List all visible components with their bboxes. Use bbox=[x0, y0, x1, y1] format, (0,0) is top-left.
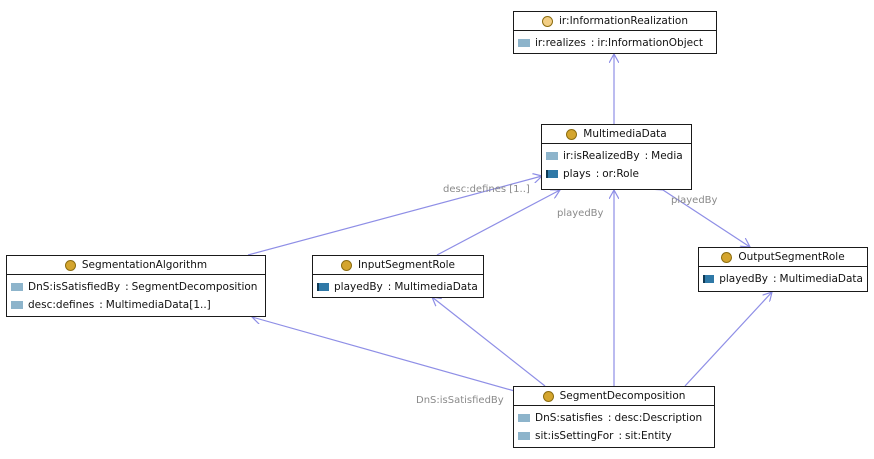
attribute-name: plays bbox=[563, 168, 591, 180]
datatype-property-icon bbox=[546, 152, 558, 160]
class-title: InputSegmentRole bbox=[357, 259, 456, 271]
datatype-property-icon bbox=[11, 283, 23, 291]
class-segment-decomposition[interactable]: SegmentDecomposition DnS:satisfies : des… bbox=[513, 386, 715, 448]
class-output-segment-role[interactable]: OutputSegmentRole playedBy : MultimediaD… bbox=[698, 247, 868, 292]
attribute-row[interactable]: playedBy : MultimediaData bbox=[317, 278, 479, 296]
attribute-type: desc:Description bbox=[614, 412, 703, 424]
datatype-property-icon bbox=[518, 39, 530, 47]
object-property-icon bbox=[546, 170, 558, 178]
datatype-property-icon bbox=[518, 432, 530, 440]
attribute-type: ir:InformationObject bbox=[597, 37, 703, 49]
label-output-played-by: playedBy bbox=[671, 195, 718, 206]
class-icon bbox=[64, 259, 76, 271]
label-dns-is-satisfied-by: DnS:isSatisfiedBy bbox=[416, 395, 504, 406]
class-information-realization[interactable]: ir:InformationRealization ir:realizes : … bbox=[513, 11, 717, 54]
class-title: OutputSegmentRole bbox=[738, 251, 845, 263]
class-title: SegmentationAlgorithm bbox=[81, 259, 208, 271]
class-icon bbox=[566, 128, 578, 140]
class-icon bbox=[542, 15, 553, 27]
class-icon bbox=[721, 251, 733, 263]
attribute-row[interactable]: ir:isRealizedBy : Media bbox=[546, 147, 687, 165]
attribute-row[interactable]: DnS:satisfies : desc:Description bbox=[518, 409, 710, 427]
attribute-name: playedBy bbox=[719, 273, 768, 285]
attribute-row[interactable]: sit:isSettingFor : sit:Entity bbox=[518, 427, 710, 445]
edge-input-played-by bbox=[436, 190, 560, 256]
attribute-type: or:Role bbox=[602, 168, 639, 180]
attribute-name: ir:isRealizedBy bbox=[563, 150, 640, 162]
class-header: MultimediaData bbox=[542, 125, 691, 144]
attribute-row[interactable]: ir:realizes : ir:InformationObject bbox=[518, 34, 712, 52]
class-icon bbox=[340, 259, 352, 271]
label-desc-defines: desc:defines [1..] bbox=[443, 184, 530, 195]
attribute-row[interactable]: playedBy : MultimediaData bbox=[703, 270, 863, 288]
attribute-name: sit:isSettingFor bbox=[535, 430, 614, 442]
class-title: SegmentDecomposition bbox=[559, 390, 686, 402]
attribute-row[interactable]: plays : or:Role bbox=[546, 165, 687, 183]
datatype-property-icon bbox=[11, 301, 23, 309]
attribute-type: Media bbox=[651, 150, 683, 162]
attribute-type: MultimediaData bbox=[779, 273, 863, 285]
class-header: OutputSegmentRole bbox=[699, 248, 867, 267]
edge-decomposition-to-output bbox=[684, 292, 772, 387]
attribute-name: desc:defines bbox=[28, 299, 95, 311]
attribute-type: SegmentDecomposition bbox=[131, 281, 258, 293]
datatype-property-icon bbox=[518, 414, 530, 422]
attribute-row[interactable]: DnS:isSatisfiedBy : SegmentDecomposition bbox=[11, 278, 261, 296]
attribute-name: playedBy bbox=[334, 281, 383, 293]
class-title: ir:InformationRealization bbox=[559, 15, 688, 27]
attribute-type: sit:Entity bbox=[624, 430, 672, 442]
edge-output-played-by bbox=[663, 190, 750, 247]
attribute-name: ir:realizes bbox=[535, 37, 586, 49]
object-property-icon bbox=[703, 275, 715, 283]
object-property-icon bbox=[317, 283, 329, 291]
class-header: SegmentationAlgorithm bbox=[7, 256, 265, 275]
attribute-type: MultimediaData[1..] bbox=[105, 299, 211, 311]
class-input-segment-role[interactable]: InputSegmentRole playedBy : MultimediaDa… bbox=[312, 255, 484, 298]
edge-dns-is-satisfied-by bbox=[252, 317, 518, 392]
attribute-type: MultimediaData bbox=[394, 281, 478, 293]
class-title: MultimediaData bbox=[583, 128, 667, 140]
label-input-played-by: playedBy bbox=[557, 208, 604, 219]
class-header: ir:InformationRealization bbox=[514, 12, 716, 31]
class-segmentation-algorithm[interactable]: SegmentationAlgorithm DnS:isSatisfiedBy … bbox=[6, 255, 266, 317]
class-icon bbox=[542, 390, 554, 402]
class-multimedia-data[interactable]: MultimediaData ir:isRealizedBy : Media p… bbox=[541, 124, 692, 190]
class-header: InputSegmentRole bbox=[313, 256, 483, 275]
class-header: SegmentDecomposition bbox=[514, 387, 714, 406]
attribute-row[interactable]: desc:defines : MultimediaData[1..] bbox=[11, 296, 261, 314]
attribute-name: DnS:isSatisfiedBy bbox=[28, 281, 121, 293]
edge-desc-defines bbox=[247, 176, 542, 256]
attribute-name: DnS:satisfies bbox=[535, 412, 603, 424]
